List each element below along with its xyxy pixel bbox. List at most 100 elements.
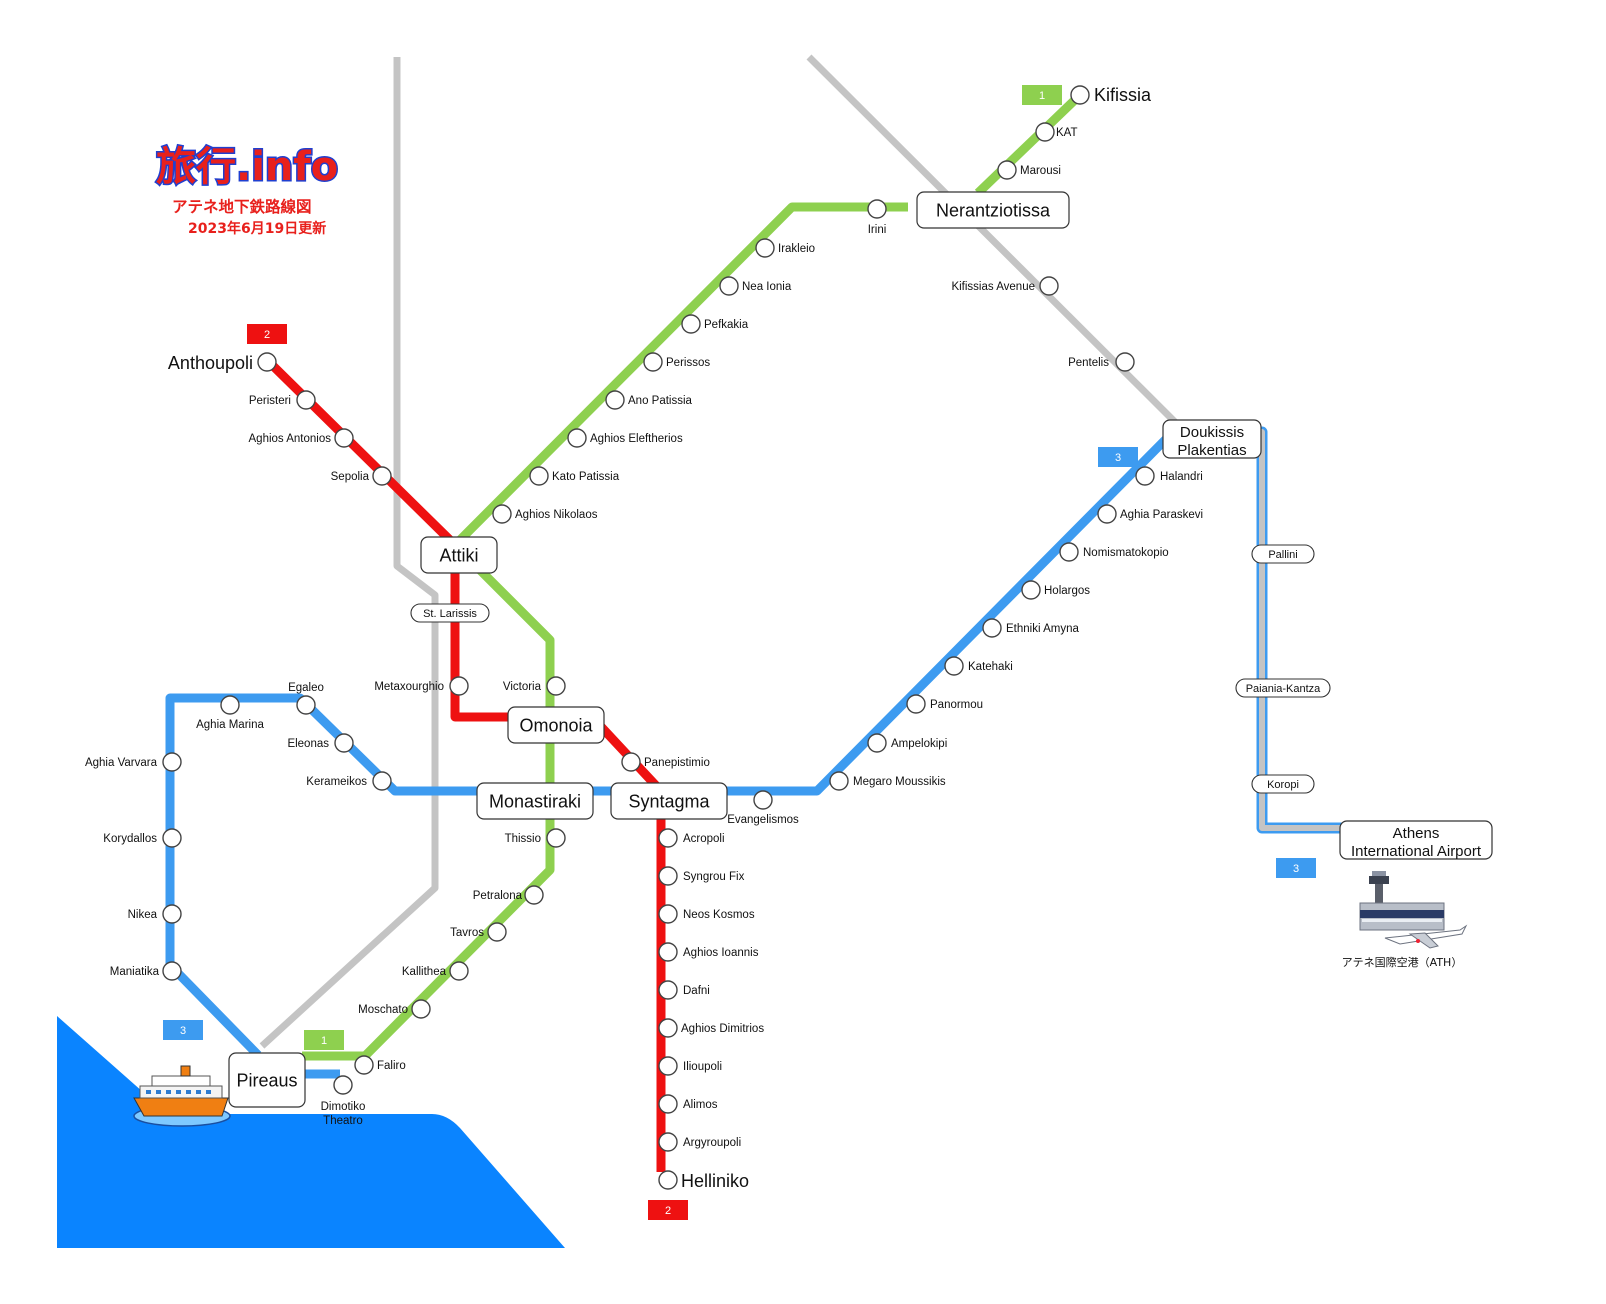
station-dot-ethniki-amyna[interactable]	[982, 618, 1002, 638]
station-dot-kato-patissia[interactable]	[529, 466, 549, 486]
airport-caption: アテネ国際空港（ATH）	[1342, 955, 1463, 969]
station-dot-halandri[interactable]	[1135, 466, 1155, 486]
station-dot-ano-patissia[interactable]	[605, 390, 625, 410]
station-dot-katehaki[interactable]	[944, 656, 964, 676]
station-dot-egaleo[interactable]	[296, 695, 316, 715]
station-dot-faliro[interactable]	[354, 1055, 374, 1075]
hub-attiki[interactable]: Attiki	[420, 536, 498, 574]
hub-label: Omonoia	[519, 716, 593, 736]
rail-station-koropi[interactable]: Koropi	[1251, 774, 1315, 794]
station-dot-nikea[interactable]	[162, 904, 182, 924]
station-label-eleonas: Eleonas	[287, 738, 329, 750]
station-dot-metaxourghio[interactable]	[449, 676, 469, 696]
station-dot-syngrou-fix[interactable]	[658, 866, 678, 886]
rail-station-label: Paiania-Kantza	[1246, 683, 1321, 695]
station-dot-aghia-varvara[interactable]	[162, 752, 182, 772]
rail-station-pallini[interactable]: Pallini	[1251, 544, 1315, 564]
rail-station-paiania[interactable]: Paiania-Kantza	[1235, 678, 1331, 698]
brand-updated-date: 2023年6月19日更新	[188, 220, 326, 237]
station-dot-aghios-ioannis[interactable]	[658, 942, 678, 962]
hub-nerantziotissa[interactable]: Nerantziotissa	[916, 191, 1070, 229]
line-3-path	[165, 428, 1177, 1079]
station-dot-marousi[interactable]	[997, 160, 1017, 180]
station-dot-alimos[interactable]	[658, 1094, 678, 1114]
station-label-helliniko: Helliniko	[681, 1171, 749, 1191]
station-label-aghia-paraskevi: Aghia Paraskevi	[1120, 509, 1203, 521]
station-dot-ilioupoli[interactable]	[658, 1056, 678, 1076]
station-dot-aghios-antonios[interactable]	[334, 428, 354, 448]
station-dot-ampelokipi[interactable]	[867, 733, 887, 753]
station-dot-dimotiko-1[interactable]	[333, 1075, 353, 1095]
station-label-dafni: Dafni	[683, 985, 710, 997]
station-dot-irini[interactable]	[867, 199, 887, 219]
station-dot-argyroupoli[interactable]	[658, 1132, 678, 1152]
station-dot-dafni[interactable]	[658, 980, 678, 1000]
hub-syntagma[interactable]: Syntagma	[610, 782, 728, 820]
station-dot-pefkakia[interactable]	[681, 314, 701, 334]
station-label-kerameikos: Kerameikos	[306, 776, 367, 788]
station-dot-aghios-dimitrios[interactable]	[658, 1018, 678, 1038]
station-label-ethniki-amyna: Ethniki Amyna	[1006, 623, 1079, 635]
station-dot-acropoli[interactable]	[658, 828, 678, 848]
brand-logo-text: 旅行.info	[156, 144, 338, 190]
station-dot-kat[interactable]	[1035, 122, 1055, 142]
airport-line-outline	[1244, 426, 1342, 834]
hub-pireaus[interactable]: Pireaus	[228, 1052, 306, 1108]
station-dot-nea-ionia[interactable]	[719, 276, 739, 296]
station-label-kifissia: Kifissia	[1094, 85, 1152, 105]
station-dot-helliniko[interactable]	[658, 1170, 678, 1190]
station-dot-panepistimio[interactable]	[621, 752, 641, 772]
station-dot-aghia-paraskevi[interactable]	[1097, 504, 1117, 524]
hub-monastiraki[interactable]: Monastiraki	[476, 782, 594, 820]
ferry-ship-icon	[133, 1065, 231, 1127]
station-dot-irakleio[interactable]	[755, 238, 775, 258]
station-dot-pentelis[interactable]	[1115, 352, 1135, 372]
badge-line3-halandri: 3	[1098, 447, 1138, 467]
badge-line2-top: 2	[247, 324, 287, 344]
station-dot-tavros[interactable]	[487, 922, 507, 942]
station-dot-anthoupoli[interactable]	[257, 352, 277, 372]
station-label-aghia-marina: Aghia Marina	[196, 719, 264, 731]
station-dot-kallithea[interactable]	[449, 961, 469, 981]
hub-omonoia[interactable]: Omonoia	[507, 706, 605, 744]
station-dot-aghia-marina[interactable]	[220, 695, 240, 715]
station-dot-megaro-moussikis[interactable]	[829, 771, 849, 791]
station-dot-petralona[interactable]	[524, 885, 544, 905]
station-dot-aghios-nikolaos[interactable]	[492, 504, 512, 524]
station-dot-panormou[interactable]	[906, 694, 926, 714]
station-label-syngrou-fix: Syngrou Fix	[683, 871, 745, 883]
station-dot-sepolia[interactable]	[372, 466, 392, 486]
station-dot-kifissia[interactable]	[1070, 85, 1090, 105]
station-dot-kifissias-avenue[interactable]	[1039, 276, 1059, 296]
station-label-ilioupoli: Ilioupoli	[683, 1061, 722, 1073]
hub-label-line2: Plakentias	[1177, 442, 1246, 459]
station-label-petralona: Petralona	[473, 890, 523, 902]
station-dot-holargos[interactable]	[1021, 580, 1041, 600]
station-label-panormou: Panormou	[930, 699, 983, 711]
station-dot-moschato[interactable]	[411, 999, 431, 1019]
station-dot-nomismatokopio[interactable]	[1059, 542, 1079, 562]
station-dot-kerameikos[interactable]	[372, 771, 392, 791]
badge-line1-top: 1	[1022, 85, 1062, 105]
station-dot-korydallos[interactable]	[162, 828, 182, 848]
station-label-marousi: Marousi	[1020, 165, 1061, 177]
station-dot-maniatika[interactable]	[162, 961, 182, 981]
rail-station-st-larissis[interactable]: St. Larissis	[410, 603, 490, 623]
badge-line1-pireaus: 1	[304, 1030, 344, 1050]
station-dot-aghios-eleftherios[interactable]	[567, 428, 587, 448]
station-dot-evangelismos[interactable]	[753, 790, 773, 810]
station-label-aghios-nikolaos: Aghios Nikolaos	[515, 509, 598, 521]
station-dot-eleonas[interactable]	[334, 733, 354, 753]
station-dot-thissio[interactable]	[546, 828, 566, 848]
station-label-korydallos: Korydallos	[103, 833, 157, 845]
station-dot-perissos[interactable]	[643, 352, 663, 372]
badge-label: 1	[321, 1035, 327, 1047]
badge-label: 1	[1039, 90, 1045, 102]
station-dot-neos-kosmos[interactable]	[658, 904, 678, 924]
station-label-kifissias-avenue: Kifissias Avenue	[951, 281, 1035, 293]
station-dot-peristeri[interactable]	[296, 390, 316, 410]
station-dot-victoria[interactable]	[546, 676, 566, 696]
